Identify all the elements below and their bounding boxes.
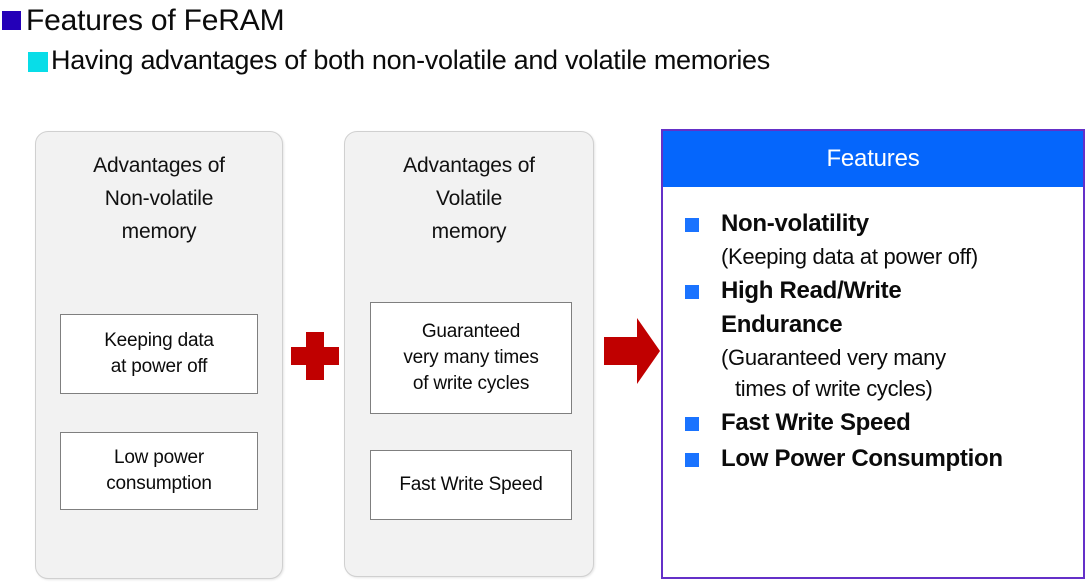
- feature-bullet-icon: [685, 218, 699, 232]
- item-low-power-consumption: Low power consumption: [60, 432, 258, 510]
- feature-label: Fast Write Speed: [721, 409, 911, 436]
- features-panel-header: Features: [663, 131, 1083, 187]
- feature-note: (Keeping data at power off): [721, 244, 978, 269]
- card-title-line-3: memory: [431, 220, 507, 243]
- card-title-line-1: Advantages of: [403, 154, 535, 177]
- feature-label-line-2: Endurance: [721, 311, 843, 338]
- item-guaranteed-write-cycles: Guaranteed very many times of write cycl…: [370, 302, 572, 414]
- item-text-line-2: consumption: [106, 473, 212, 494]
- slide-title-text: Features of FeRAM: [26, 4, 285, 37]
- card-title-line-2: Non-volatile: [104, 187, 214, 210]
- plus-icon: [291, 332, 339, 380]
- feature-note: (Guaranteed very many: [721, 345, 946, 370]
- feature-label: Non-volatility: [721, 210, 869, 237]
- item-text-line-2: very many times: [403, 347, 539, 368]
- item-text-line-1: Keeping data: [104, 330, 214, 351]
- feature-bullet-icon: [685, 417, 699, 431]
- card-non-volatile-title: Advantages of Non-volatile memory: [36, 149, 282, 248]
- features-panel: Features Non-volatility (Keeping data at…: [661, 129, 1085, 579]
- item-text-line-3: of write cycles: [412, 373, 530, 394]
- feature-bullet-icon: [685, 453, 699, 467]
- title-bullet-icon: [2, 11, 21, 30]
- feature-note-line-2: times of write cycles): [735, 376, 933, 401]
- feature-label: High Read/Write: [721, 277, 902, 304]
- slide-title: Features of FeRAM: [2, 3, 285, 39]
- feature-item-non-volatility: Non-volatility (Keeping data at power of…: [677, 207, 1073, 272]
- feature-item-low-power-consumption: Low Power Consumption: [677, 442, 1073, 476]
- item-text-line-1: Fast Write Speed: [399, 474, 543, 495]
- card-volatile-title: Advantages of Volatile memory: [345, 149, 593, 248]
- item-keeping-data: Keeping data at power off: [60, 314, 258, 394]
- feature-item-fast-write-speed: Fast Write Speed: [677, 406, 1073, 440]
- slide-subtitle: Having advantages of both non-volatile a…: [28, 44, 770, 77]
- feature-label: Low Power Consumption: [721, 445, 1003, 472]
- card-non-volatile-advantages: Advantages of Non-volatile memory Keepin…: [35, 131, 283, 579]
- card-title-line-2: Volatile: [435, 187, 503, 210]
- feature-item-high-read-write-endurance: High Read/Write Endurance (Guaranteed ve…: [677, 274, 1073, 404]
- item-fast-write-speed: Fast Write Speed: [370, 450, 572, 520]
- item-text-line-1: Low power: [113, 447, 205, 468]
- features-list: Non-volatility (Keeping data at power of…: [663, 187, 1083, 476]
- card-volatile-advantages: Advantages of Volatile memory Guaranteed…: [344, 131, 594, 577]
- item-text-line-1: Guaranteed: [421, 321, 521, 342]
- plus-icon-vertical-bar: [306, 332, 324, 380]
- feature-bullet-icon: [685, 285, 699, 299]
- item-text-line-2: at power off: [110, 356, 208, 377]
- right-arrow-icon: [604, 318, 660, 384]
- card-title-line-3: memory: [121, 220, 197, 243]
- card-title-line-1: Advantages of: [93, 154, 225, 177]
- slide-subtitle-text: Having advantages of both non-volatile a…: [51, 45, 770, 75]
- subtitle-bullet-icon: [28, 52, 48, 72]
